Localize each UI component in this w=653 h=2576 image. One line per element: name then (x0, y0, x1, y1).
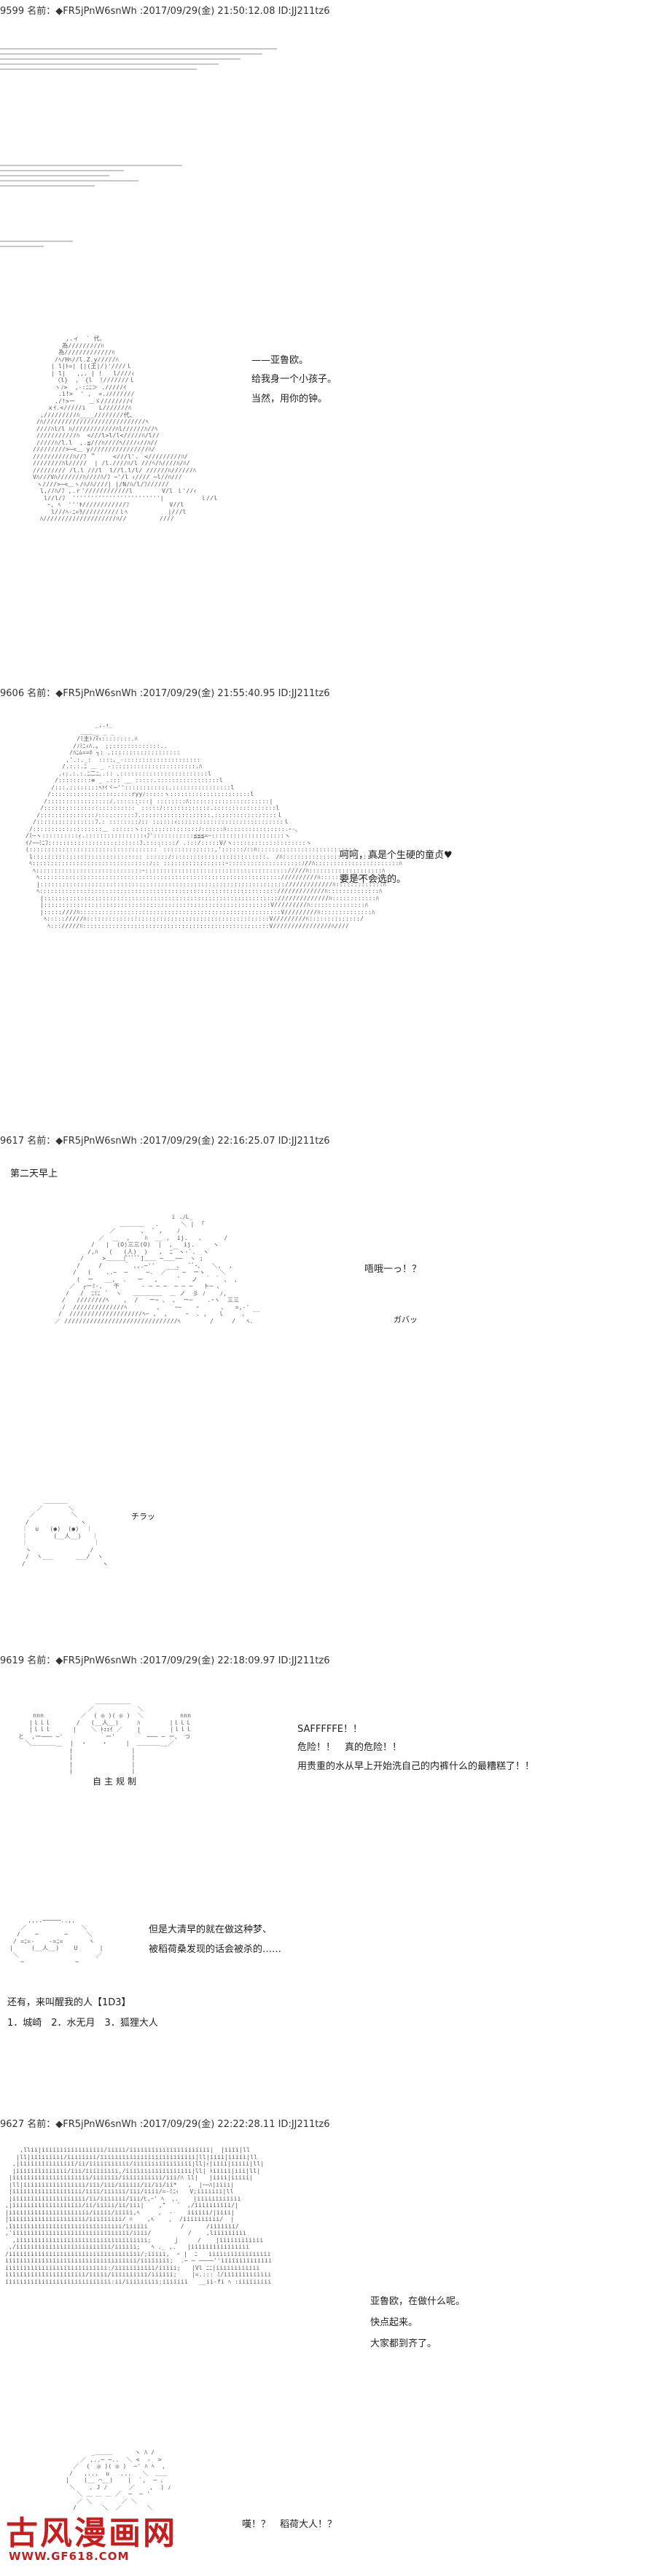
dialogue-line: 用贵重的水从早上开始洗自己的内裤什么的最糟糕了！！ (297, 1761, 535, 1772)
site-logo-url: WWW.GF618.COM (9, 2550, 130, 2563)
ascii-art-character: _,.ｨ_ ＿＿__ _ _ /ﾐ主ﾄﾉﾏｨ::::::::.ﾊ /ﾉﾐﾆｨﾊ.… (26, 722, 402, 929)
dialogue-line: SAFFFFFE！！ (297, 1724, 362, 1735)
dialogue-line: 被稻荷桑发现的话会被杀的…… (149, 1944, 282, 1955)
ascii-art-character: _＿＿＿ ヽ ﾊ / ／ ,..─ ─.. ＼ < ☆ > ／ ( ◎ )( ◎… (66, 2449, 171, 2511)
ascii-art-character: ＿＿＿＿＿＿ ／ ＼ nnn ／ ( ◎ )( ◎ ) ＼ nnn |ｌｌｌ /… (18, 1698, 192, 1774)
vote-prompt: 还有，来叫醒我的人【1D3】 (7, 1997, 131, 2008)
site-logo: 古风漫画网 WWW.GF618.COM (6, 2515, 177, 2564)
dialogue-line: 给我身一个小孩子。 (251, 374, 337, 385)
sound-effect: 唔哦一っ！？ (364, 1264, 422, 1275)
ascii-art-character: ,,..─────..,, ／ ＼ / ─ ─ ＼ / =ﾆ=- -=ﾆ= ヽ … (9, 1917, 103, 1965)
dialogue-line: 但是大清早的就在做这种梦、 (149, 1924, 273, 1935)
ascii-art-character: i .ﾉL_ ＿＿＿＿ . ＼ | ｢ ／ ､ ` , ﾉ ／ __ , ﾊ _… (55, 1214, 260, 1324)
dialogue-line: 当然，用你的钟。 (251, 394, 328, 405)
ascii-art-character: ＿＿＿＿ ／ ＼ ／ ＼ / ヽ ｜ u (●) (●) ｜ ｜ (__人__)… (22, 1498, 109, 1567)
scene-caption: 第二天早上 (10, 1168, 58, 1179)
post-header: 9627 名前：◆FR5jPnW6snWh :2017/09/29(金) 22:… (0, 2119, 330, 2130)
ascii-art-background: ,llii|iiiiiiiiiiiiiiiii/iiiii/iiiiiiiiii… (5, 2147, 273, 2285)
ascii-art-character: ,.ィ ` 代、 為/////////ﾊ 為/////////////ﾊ /ﾍ/… (33, 335, 218, 522)
censor-label: 自主规制 (93, 1776, 140, 1787)
dialogue-line: 大家都到齐了。 (370, 2338, 437, 2349)
redacted-text-lines (0, 48, 277, 74)
redacted-text-lines (0, 241, 73, 251)
dialogue-line: 快点起来。 (370, 2317, 418, 2328)
dialogue-line: ——亚鲁欧。 (251, 355, 309, 366)
redacted-text-lines (0, 165, 182, 190)
vote-options: 1．城崎 2．水无月 3．狐狸大人 (7, 2018, 158, 2029)
post-header: 9606 名前：◆FR5jPnW6snWh :2017/09/29(金) 21:… (0, 688, 330, 699)
dialogue-line: 嘆！？ 稻荷大人！？ (242, 2519, 337, 2530)
dialogue-line: 亚鲁欧，在做什么呢。 (370, 2296, 466, 2307)
dialogue-line: 呵呵，真是个生硬的童贞♥ (340, 850, 453, 861)
sound-effect: チラッ (131, 1512, 155, 1521)
post-header: 9599 名前：◆FR5jPnW6snWh :2017/09/29(金) 21:… (0, 6, 330, 17)
post-header: 9617 名前：◆FR5jPnW6snWh :2017/09/29(金) 22:… (0, 1136, 330, 1147)
post-header: 9619 名前：◆FR5jPnW6snWh :2017/09/29(金) 22:… (0, 1655, 330, 1666)
site-logo-name: 古风漫画网 (6, 2515, 177, 2552)
sound-effect: ガバッ (394, 1315, 418, 1324)
dialogue-line: 危险！！ 真的危险！！ (297, 1742, 402, 1753)
dialogue-line: 要是不会选的。 (340, 874, 407, 885)
